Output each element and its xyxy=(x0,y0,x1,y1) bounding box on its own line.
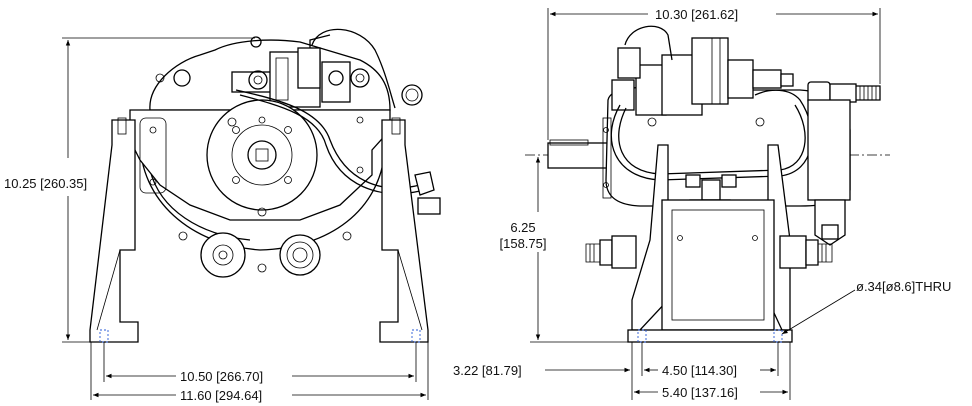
side-outer-width-dim: 5.40 [137.16] xyxy=(662,385,738,400)
front-plate-hole-3 xyxy=(356,116,364,124)
front-flange-fitting xyxy=(227,117,237,127)
side-body-bolt-4 xyxy=(603,182,609,188)
front-valve-side xyxy=(321,61,351,103)
side-hole-leader xyxy=(781,289,856,335)
front-port-left xyxy=(200,232,246,278)
side-valve-slot xyxy=(711,37,721,105)
front-port-left-inner xyxy=(212,244,234,266)
front-wire-loop xyxy=(311,28,396,109)
front-height-dim: 10.25 [260.35] xyxy=(4,176,87,191)
side-connector-nut xyxy=(780,73,794,87)
side-stand-inner xyxy=(671,209,765,321)
front-valve-fitting-right xyxy=(350,68,370,88)
front-flange-bolt-1 xyxy=(232,126,240,134)
front-bolt-top xyxy=(250,36,262,48)
front-valve-slot xyxy=(275,57,289,101)
side-wire xyxy=(624,25,673,61)
front-flange-bolt-5 xyxy=(258,116,266,124)
side-port-left-stem xyxy=(599,239,613,266)
front-flange-hub xyxy=(231,124,293,186)
side-port-right-barb xyxy=(817,243,833,263)
side-valve-upper xyxy=(691,37,729,105)
side-port-right-body xyxy=(779,235,807,269)
front-flange-bolt-6 xyxy=(257,207,267,217)
front-hose-elbow xyxy=(414,171,435,196)
side-tee-left xyxy=(685,174,701,188)
side-connector xyxy=(752,69,782,89)
front-shaft xyxy=(247,140,277,170)
side-overall-width-dim: 10.30 [261.62] xyxy=(655,7,738,22)
front-flange xyxy=(206,99,318,211)
front-bolt-top-left xyxy=(173,69,191,87)
front-shaft-key xyxy=(255,148,269,162)
front-actuator-fitting xyxy=(248,70,268,90)
front-plate-hole-1 xyxy=(149,126,157,134)
side-tee-center xyxy=(701,179,721,201)
side-stand-panel xyxy=(661,199,775,331)
front-leg-left-gusset xyxy=(96,249,121,331)
front-leg-right-tab xyxy=(391,117,401,135)
side-cable-body xyxy=(829,83,857,103)
side-body-bolt-3 xyxy=(603,127,609,133)
side-port-right-stem xyxy=(805,239,819,266)
front-flange-bolt-4 xyxy=(284,176,292,184)
front-inner-width-dim: 10.50 [266.70] xyxy=(180,369,263,384)
front-housing-circle xyxy=(139,139,386,251)
side-tee-right xyxy=(721,174,737,188)
front-hose-fitting xyxy=(417,197,441,215)
side-shaft xyxy=(547,142,609,169)
front-plate-cutout-left xyxy=(139,117,167,194)
side-body-flange xyxy=(602,117,612,199)
front-leg-right-gusset xyxy=(397,249,423,331)
side-stand-hole-2 xyxy=(752,235,758,241)
front-actuator-fitting-inner xyxy=(253,75,263,85)
side-shaft-height-dim-2: [158.75] xyxy=(500,236,547,251)
front-outer-width-dim: 11.60 [294.64] xyxy=(180,388,262,403)
hole-callout-dim: ø.34[ø8.6]THRU xyxy=(856,279,951,294)
front-port-right xyxy=(279,234,321,276)
front-leg-left-tab xyxy=(117,117,127,135)
front-leg-right xyxy=(379,119,429,343)
front-flange-bolt-2 xyxy=(284,126,292,134)
side-right-nut xyxy=(821,224,839,240)
front-housing-top xyxy=(149,39,391,111)
side-body-bolt-1 xyxy=(647,117,657,127)
side-valve-right xyxy=(727,59,754,99)
side-shaft-height-dim-1: 6.25 xyxy=(510,220,535,235)
front-bolt-small-left xyxy=(155,73,165,83)
front-leg-left xyxy=(89,119,139,343)
front-wire-lead xyxy=(309,34,331,48)
side-cable-thread-lines xyxy=(859,86,877,100)
front-valve-fitting-right-inner xyxy=(355,73,365,83)
side-solenoid-lower xyxy=(611,79,635,111)
front-plate-hole-2 xyxy=(149,178,157,186)
side-solenoid xyxy=(617,47,641,79)
side-view: 10.30 [261.62] 6.25 [158.75] 3.22 [81.79… xyxy=(453,7,951,400)
side-right-box xyxy=(807,99,851,201)
front-port-left-core xyxy=(218,250,228,260)
side-offset-dim: 3.22 [81.79] xyxy=(453,363,522,378)
front-housing-bolt-2 xyxy=(342,231,352,241)
front-housing-bolt-3 xyxy=(257,263,267,273)
front-flange-bolt-3 xyxy=(232,176,240,184)
side-inner-width-dim: 4.50 [114.30] xyxy=(662,363,737,378)
side-shaft-key xyxy=(549,139,589,146)
side-stand-hole-1 xyxy=(677,235,683,241)
front-housing-bolt-1 xyxy=(178,231,188,241)
side-body-bolt-2 xyxy=(755,117,765,127)
side-port-left-barb xyxy=(585,243,601,263)
side-hose-loop xyxy=(610,89,813,181)
side-port-left-body xyxy=(611,235,637,269)
front-gauge-inner xyxy=(405,88,419,102)
front-view: 10.25 [260.35] 10.50 [266.70] 11.60 [294… xyxy=(4,28,441,403)
front-valve-fitting xyxy=(328,70,344,86)
front-gauge xyxy=(401,84,423,106)
front-port-right-ring xyxy=(286,241,314,269)
front-plate-hole-4 xyxy=(356,166,364,174)
front-port-right-core xyxy=(292,247,308,263)
front-solenoid xyxy=(297,47,321,89)
side-stand-base xyxy=(627,329,793,343)
